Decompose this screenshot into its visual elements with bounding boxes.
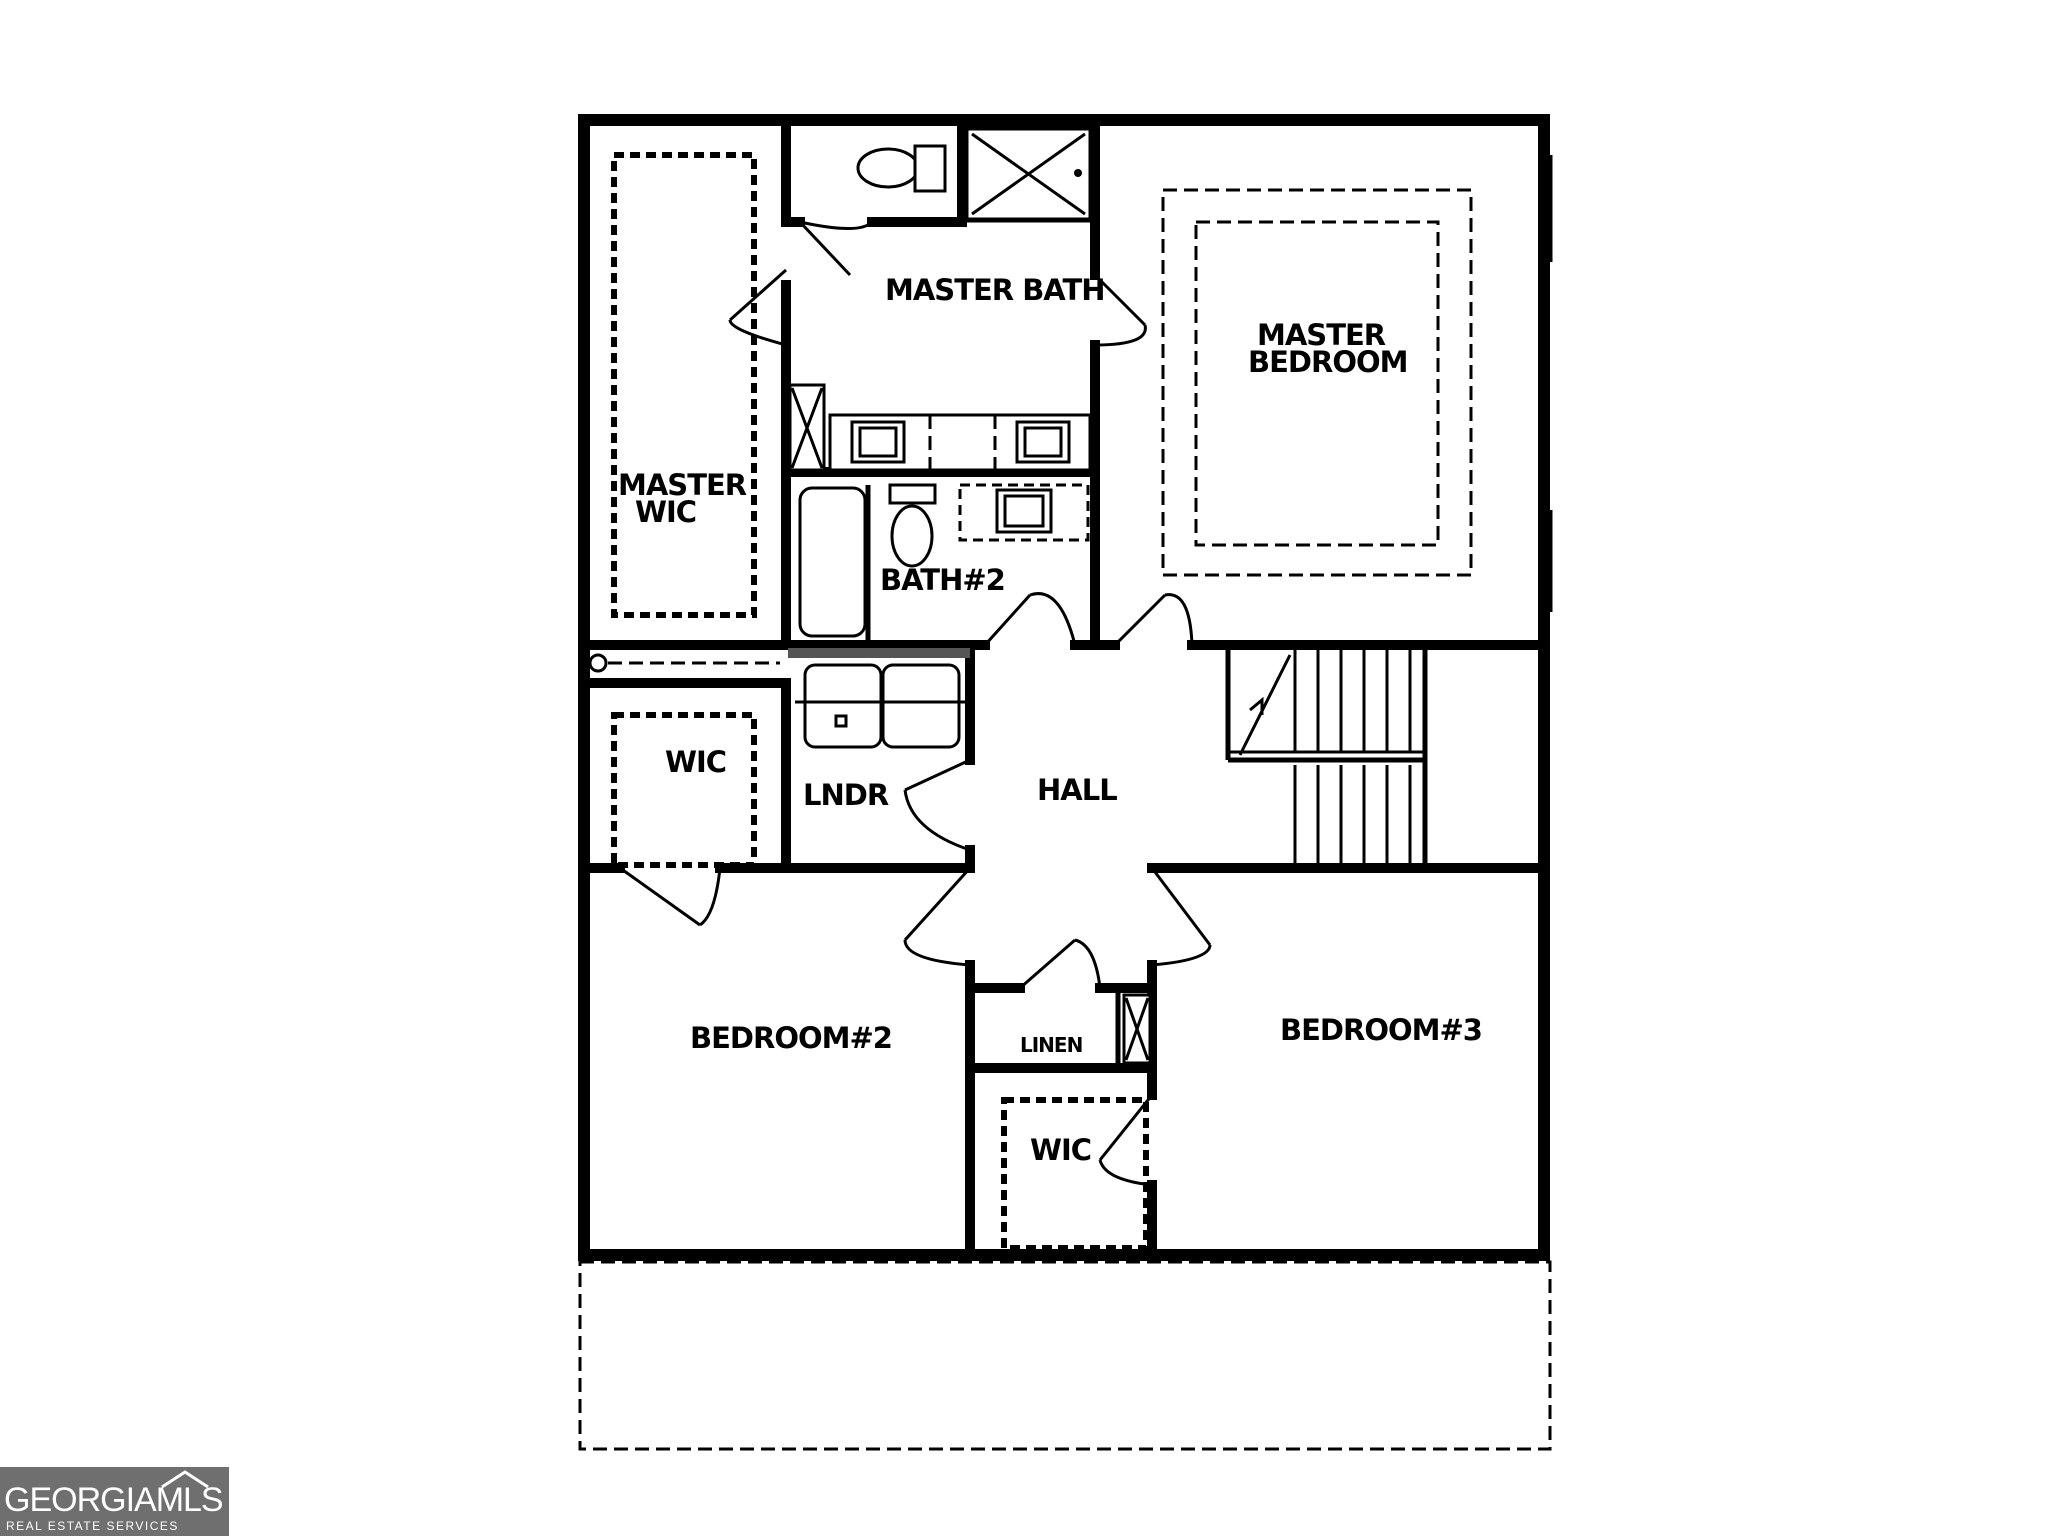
label-linen: LINEN [1020,1033,1082,1057]
label-hall: HALL [1037,773,1117,807]
washer-dryer-icon [788,648,970,749]
label-master-wic-1: MASTER [618,468,747,502]
exterior-wall [578,114,1550,1261]
closet-rod [588,653,780,673]
cabinet-hatch [788,383,826,472]
bathtub-icon [798,485,871,640]
linen-cabinet-hatch [1122,993,1152,1065]
logo-tagline: REAL ESTATE SERVICES [6,1519,179,1533]
label-bedroom2: BEDROOM#2 [690,1021,892,1055]
georgia-mls-logo: GEORGIAMLS REAL ESTATE SERVICES [0,1467,229,1536]
bath2-sink-icon [958,483,1090,542]
toilet-icon [856,144,947,193]
label-wic-bottom: WIC [1030,1133,1091,1167]
bath2-toilet-icon [888,483,937,568]
logo-brand: GEORGIAMLS [4,1481,224,1519]
wic-bottom-shelf [1001,1097,1149,1251]
label-master-bath: MASTER BATH [885,273,1105,307]
label-wic-left: WIC [665,745,726,779]
porch-outline [578,1260,1552,1451]
shower-icon [971,132,1086,216]
label-lndr: LNDR [803,778,889,812]
trey-ceiling-inner [1194,220,1440,547]
interior-walls [585,121,1543,1257]
stairs-icon [1228,650,1428,864]
label-master-bedroom-2: BEDROOM [1248,345,1407,379]
sink-icon [828,413,1092,472]
label-master-bedroom-1: MASTER [1257,318,1386,352]
label-bath2: BATH#2 [880,563,1005,597]
label-master-wic-2: WIC [635,495,696,529]
master-wic-shelf [611,152,757,618]
wic-left-shelf [611,712,757,868]
roof-icon [161,1470,209,1489]
label-bedroom3: BEDROOM#3 [1280,1013,1482,1047]
window-marks [670,155,1553,1260]
trey-ceiling-outer [1161,188,1473,577]
door-swings [619,220,1212,1187]
